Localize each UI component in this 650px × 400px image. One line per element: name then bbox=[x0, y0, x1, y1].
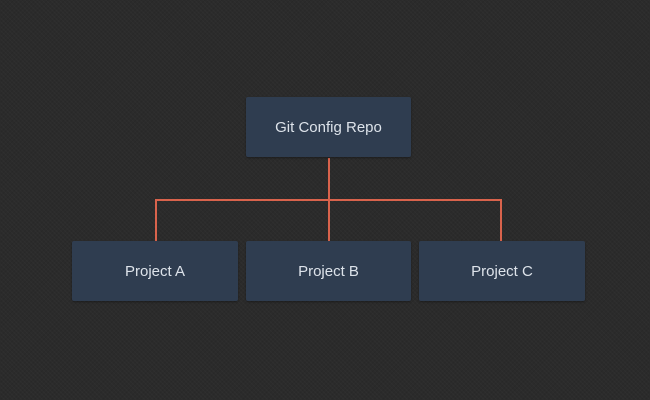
node-label-project-a: Project A bbox=[124, 262, 186, 280]
node-project-a[interactable]: Project A bbox=[72, 241, 238, 301]
node-git-config-repo[interactable]: Git Config Repo bbox=[246, 97, 411, 157]
node-label-project-c: Project C bbox=[471, 262, 533, 280]
node-project-b[interactable]: Project B bbox=[246, 241, 411, 301]
node-project-c[interactable]: Project C bbox=[419, 241, 585, 301]
node-label-git-config-repo: Git Config Repo bbox=[275, 118, 382, 136]
node-label-project-b: Project B bbox=[298, 262, 359, 280]
